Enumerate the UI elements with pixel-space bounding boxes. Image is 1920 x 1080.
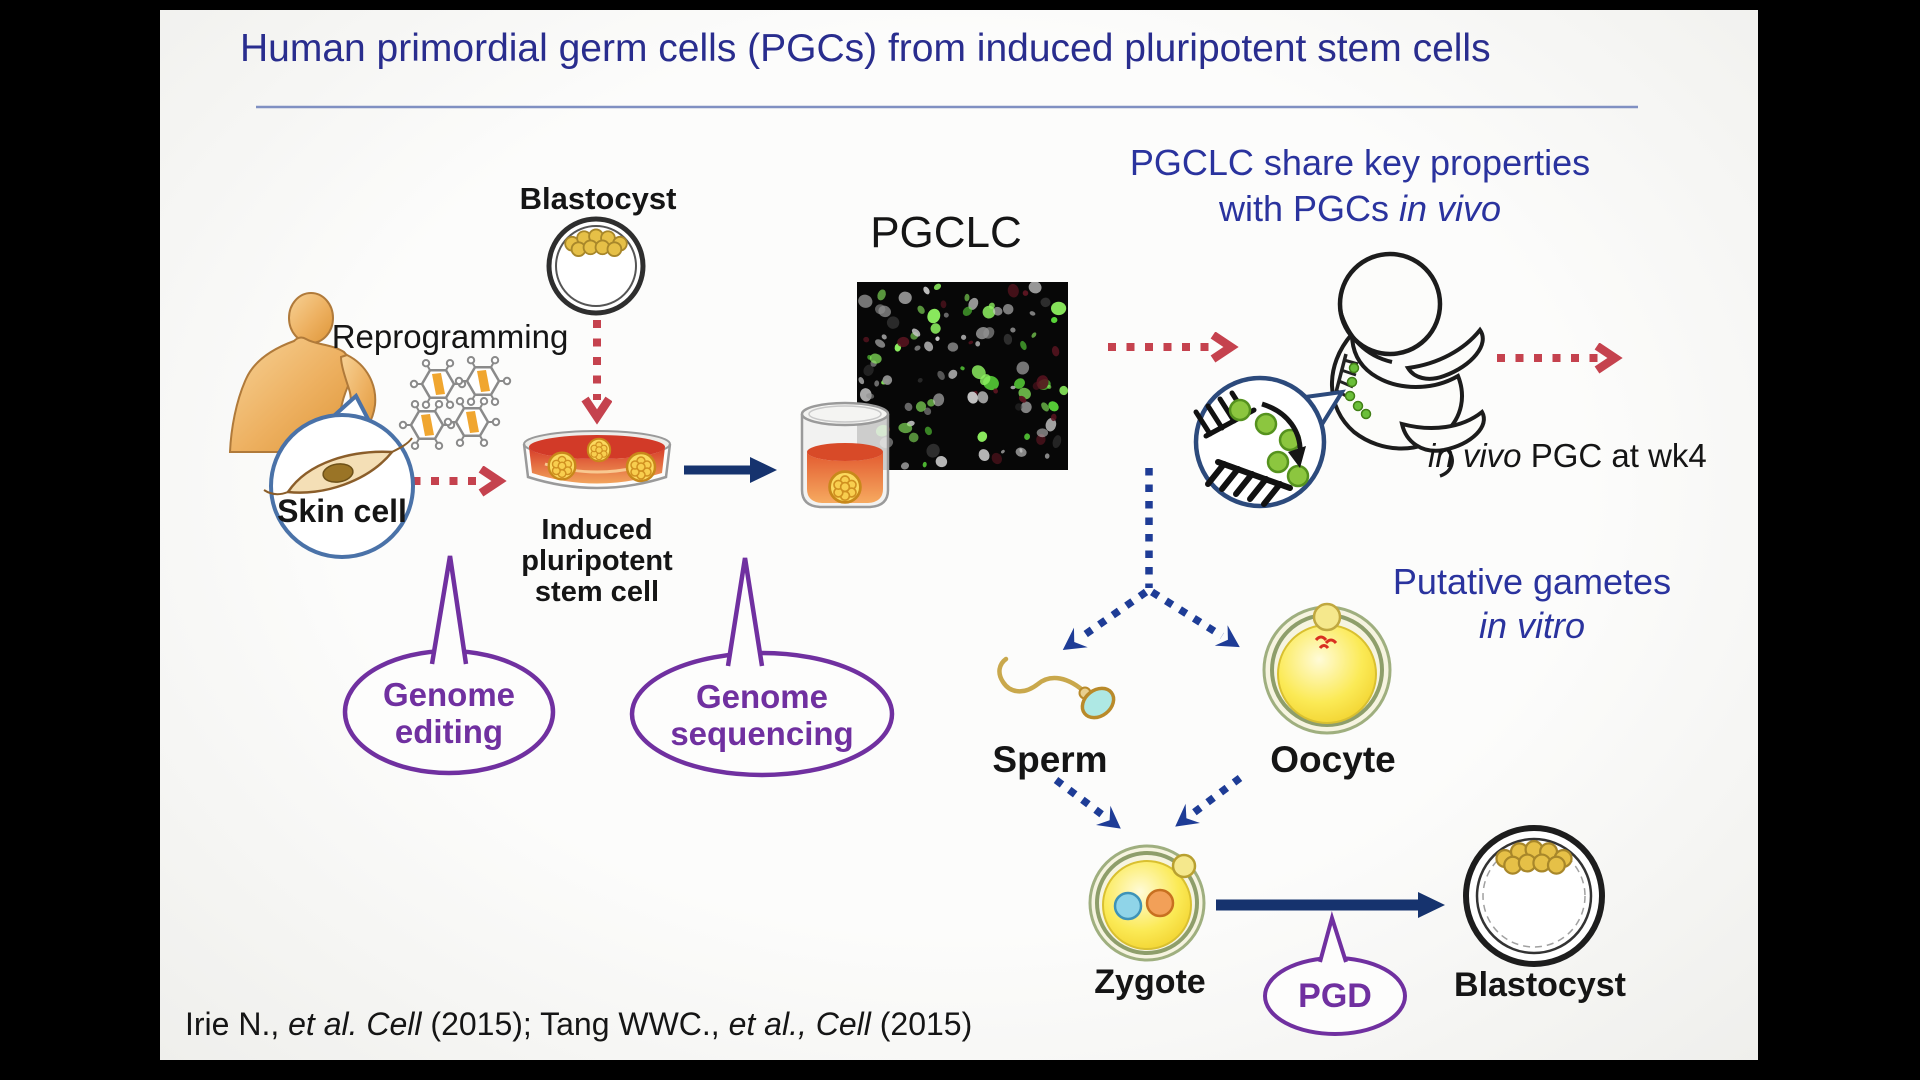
pgd-label: PGD	[1298, 977, 1372, 1015]
pgclc-label: PGCLC	[870, 208, 1022, 257]
invivo-pgc-caption: in vivo PGC at wk4	[1428, 437, 1707, 474]
blastocyst-label: Blastocyst	[519, 181, 677, 216]
blastocyst-bottom-label: Blastocyst	[1454, 966, 1626, 1004]
share-properties-line2: with PGCs in vivo	[1218, 188, 1502, 229]
slide-title: Human primordial germ cells (PGCs) from …	[240, 27, 1491, 70]
ipsc-label: Induced pluripotent stem cell	[521, 514, 673, 608]
share-properties-line1: PGCLC share key properties	[1129, 142, 1591, 183]
share-properties-heading: PGCLC share key properties with PGCs in …	[1130, 140, 1590, 232]
putative-gametes-heading: Putative gametes in vitro	[1392, 561, 1672, 646]
sperm-label: Sperm	[992, 739, 1108, 780]
citation: Irie N., et al. Cell (2015); Tang WWC., …	[185, 1006, 973, 1042]
reprogramming-label: Reprogramming	[331, 318, 569, 355]
skin-cell-label: Skin cell	[277, 493, 407, 529]
oocyte-label: Oocyte	[1270, 739, 1396, 780]
genome-sequencing-label: Genome sequencing	[670, 678, 854, 752]
genome-editing-label: Genome editing	[382, 676, 516, 750]
zygote-label: Zygote	[1094, 963, 1206, 1001]
